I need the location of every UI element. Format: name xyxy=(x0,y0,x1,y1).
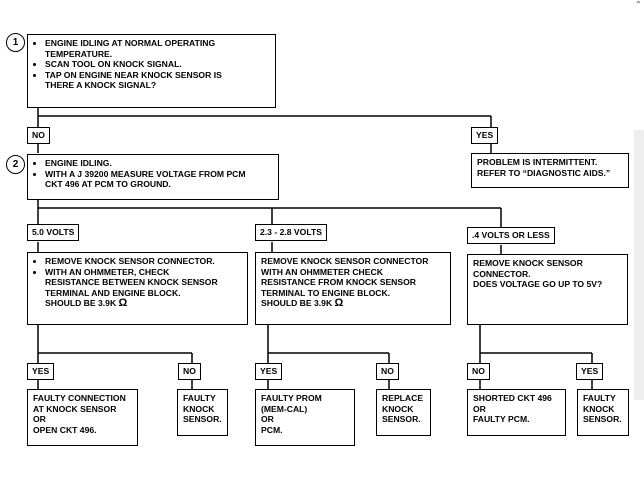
branch-04v-yes-label: YES xyxy=(576,363,604,380)
step-2-bullet: WITH A J 39200 MEASURE VOLTAGE FROM PCMC… xyxy=(45,169,273,190)
branch-5v-bullet: REMOVE KNOCK SENSOR CONNECTOR. xyxy=(45,256,242,267)
ohm-symbol: Ω xyxy=(334,297,344,310)
branch-2v-no-label: NO xyxy=(376,363,399,380)
shorted-ckt-box: SHORTED CKT 496 OR FAULTY PCM. xyxy=(467,389,566,436)
scroll-up-icon[interactable]: ⌃ xyxy=(635,0,642,9)
branch-2v-box: REMOVE KNOCK SENSOR CONNECTOR WITH AN OH… xyxy=(255,252,451,325)
branch-04v-box: REMOVE KNOCK SENSOR CONNECTOR. DOES VOLT… xyxy=(467,254,628,325)
step-1-box: ENGINE IDLING AT NORMAL OPERATINGTEMPERA… xyxy=(27,34,276,108)
branch-5v-box: REMOVE KNOCK SENSOR CONNECTOR. WITH AN O… xyxy=(27,252,248,325)
scrollbar-track[interactable] xyxy=(634,130,644,400)
branch-5v-bullet: WITH AN OHMMETER, CHECK RESISTANCE BETWE… xyxy=(45,267,242,309)
faulty-connection-box: FAULTY CONNECTION AT KNOCK SENSOR OR OPE… xyxy=(27,389,138,446)
branch-5v-no-label: NO xyxy=(178,363,201,380)
faulty-knock-sensor-box-c: FAULTY KNOCK SENSOR. xyxy=(577,389,629,436)
branch-2v-yes-label: YES xyxy=(255,363,283,380)
step-1-bullet: ENGINE IDLING AT NORMAL OPERATINGTEMPERA… xyxy=(45,38,270,59)
branch-04v-no-label: NO xyxy=(467,363,490,380)
faulty-prom-box: FAULTY PROM (MEM-CAL) OR PCM. xyxy=(255,389,355,446)
branch-5v-label: 5.0 VOLTS xyxy=(27,224,80,241)
ohm-symbol: Ω xyxy=(118,297,128,310)
step-1-yes-label: YES xyxy=(471,127,499,144)
step-2-marker: 2 xyxy=(6,155,25,174)
branch-04v-label: .4 VOLTS OR LESS xyxy=(467,227,555,244)
step-1-bullet: SCAN TOOL ON KNOCK SIGNAL. xyxy=(45,59,270,70)
faulty-knock-sensor-box: FAULTY KNOCK SENSOR. xyxy=(177,389,228,436)
replace-knock-sensor-box: REPLACE KNOCK SENSOR. xyxy=(376,389,431,436)
branch-5v-yes-label: YES xyxy=(27,363,55,380)
step-1-bullet: TAP ON ENGINE NEAR KNOCK SENSOR ISTHERE … xyxy=(45,70,270,91)
intermittent-box: PROBLEM IS INTERMITTENT. REFER TO “DIAGN… xyxy=(471,153,629,188)
step-1-marker: 1 xyxy=(6,33,25,52)
step-1-no-label: NO xyxy=(27,127,50,144)
step-2-box: ENGINE IDLING. WITH A J 39200 MEASURE VO… xyxy=(27,154,279,200)
step-2-bullet: ENGINE IDLING. xyxy=(45,158,273,169)
branch-2v-label: 2.3 - 2.8 VOLTS xyxy=(255,224,327,241)
